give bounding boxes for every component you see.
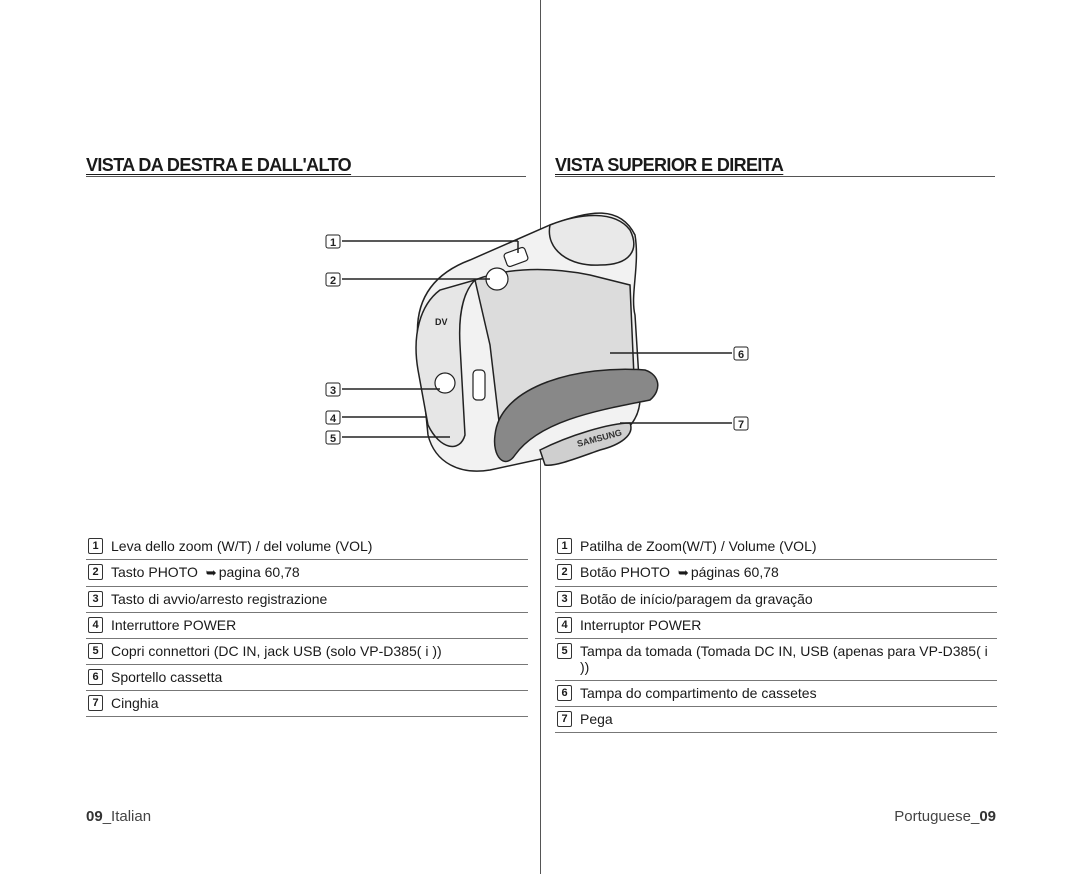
item-text: Patilha de Zoom(W/T) / Volume (VOL) — [580, 538, 817, 554]
record-button — [472, 369, 486, 401]
zoom-lever — [503, 246, 529, 268]
item-number: 2 — [557, 564, 572, 580]
footer-language: _Italian — [102, 808, 152, 825]
item-text: Pega — [580, 711, 613, 727]
item-number: 6 — [88, 669, 103, 685]
item-text: Copri connettori (DC IN, jack USB (solo … — [111, 643, 442, 659]
item-number: 7 — [557, 711, 572, 727]
item-number: 4 — [557, 617, 572, 633]
list-item: 4 Interruptor POWER — [555, 613, 997, 639]
arrow-right-icon: ➥ — [677, 565, 689, 580]
list-item: 3 Tasto di avvio/arresto registrazione — [86, 587, 528, 613]
svg-text:4: 4 — [330, 413, 337, 425]
item-text: Tampa da tomada (Tomada DC IN, USB (apen… — [580, 643, 988, 675]
section-heading-portuguese: VISTA SUPERIOR E DIREITA — [555, 155, 995, 177]
section-heading-italian: VISTA DA DESTRA E DALL'ALTO — [86, 155, 526, 177]
item-text: Leva dello zoom (W/T) / del volume (VOL) — [111, 538, 373, 554]
item-number: 5 — [557, 643, 572, 659]
item-text: Sportello cassetta — [111, 669, 223, 685]
item-number: 7 — [88, 695, 103, 711]
svg-text:2: 2 — [330, 275, 336, 287]
item-number: 1 — [557, 538, 572, 554]
footer-language: Portuguese_ — [894, 808, 980, 825]
callout-marker-1: 1 — [325, 234, 341, 249]
item-text: Botão de início/paragem da gravação — [580, 591, 813, 607]
page-reference: páginas 60,78 — [690, 564, 779, 580]
list-item: 2 Botão PHOTO ➥páginas 60,78 — [555, 560, 997, 587]
page-number: 09 — [86, 808, 103, 825]
item-number: 3 — [88, 591, 103, 607]
callout-lines — [342, 240, 732, 438]
item-number: 5 — [88, 643, 103, 659]
item-text: Tasto di avvio/arresto registrazione — [111, 591, 328, 607]
list-item: 1 Patilha de Zoom(W/T) / Volume (VOL) — [555, 534, 997, 560]
page-footer-italian: 09_Italian — [86, 808, 151, 825]
item-text: Tasto PHOTO — [111, 564, 202, 580]
callout-marker-7: 7 — [733, 416, 749, 431]
list-item: 7 Pega — [555, 707, 997, 733]
list-item: 3 Botão de início/paragem da gravação — [555, 587, 997, 613]
page-reference: pagina 60,78 — [218, 564, 300, 580]
page-footer-portuguese: Portuguese_09 — [894, 808, 996, 825]
item-text: Tampa do compartimento de cassetes — [580, 685, 817, 701]
svg-text:7: 7 — [738, 419, 744, 431]
svg-text:3: 3 — [330, 385, 336, 397]
callout-marker-4: 4 — [325, 410, 341, 425]
svg-text:1: 1 — [330, 237, 336, 249]
item-number: 1 — [88, 538, 103, 554]
item-text: Interruptor POWER — [580, 617, 702, 633]
power-switch — [434, 372, 456, 394]
list-item: 7 Cinghia — [86, 691, 528, 717]
dv-logo: DV — [435, 317, 448, 327]
callout-marker-6: 6 — [733, 346, 749, 361]
list-item: 6 Tampa do compartimento de cassetes — [555, 681, 997, 707]
item-number: 4 — [88, 617, 103, 633]
list-item: 5 Tampa da tomada (Tomada DC IN, USB (ape… — [555, 639, 997, 681]
list-item: 2 Tasto PHOTO ➥pagina 60,78 — [86, 560, 528, 587]
callout-marker-2: 2 — [325, 272, 341, 287]
list-item: 1 Leva dello zoom (W/T) / del volume (VOL… — [86, 534, 528, 560]
item-number: 6 — [557, 685, 572, 701]
list-item: 4 Interruttore POWER — [86, 613, 528, 639]
page-number: 09 — [979, 808, 996, 825]
item-text: Interruttore POWER — [111, 617, 237, 633]
camera-controls: DV — [434, 246, 529, 401]
callout-marker-5: 5 — [325, 430, 341, 445]
parts-list-italian: 1 Leva dello zoom (W/T) / del volume (VOL… — [86, 534, 528, 717]
callout-marker-3: 3 — [325, 382, 341, 397]
hand-strap: SAMSUNG — [493, 368, 659, 466]
item-text: Botão PHOTO — [580, 564, 674, 580]
svg-text:5: 5 — [330, 433, 336, 445]
list-item: 5 Copri connettori (DC IN, jack USB (solo… — [86, 639, 528, 665]
callout-markers: 1 2 3 4 5 6 7 — [325, 234, 749, 445]
item-text: Cinghia — [111, 695, 159, 711]
item-number: 2 — [88, 564, 103, 580]
camcorder-illustration: SAMSUNG DV 1 2 3 4 5 6 7 — [325, 212, 749, 472]
item-number: 3 — [557, 591, 572, 607]
arrow-right-icon: ➥ — [205, 565, 217, 580]
svg-text:6: 6 — [738, 349, 744, 361]
list-item: 6 Sportello cassetta — [86, 665, 528, 691]
